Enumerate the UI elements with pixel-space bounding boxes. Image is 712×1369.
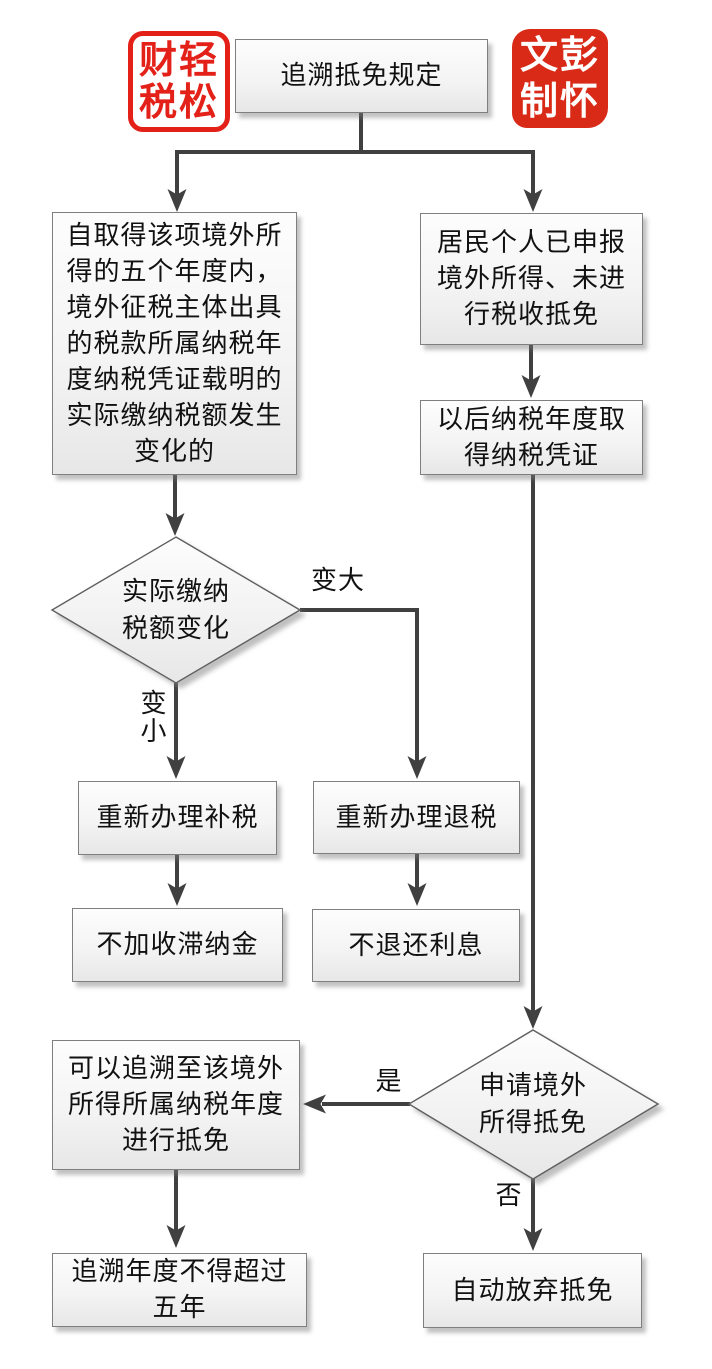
edge-label-yes: 是 (375, 1067, 403, 1096)
node-no-interest: 不退还利息 (312, 909, 520, 982)
node-auto-waive: 自动放弃抵免 (423, 1253, 642, 1328)
decision-apply-label: 申请境外 所得抵免 (478, 1071, 587, 1137)
node-no-late-fee: 不加收滞纳金 (72, 908, 283, 982)
arrowheads (165, 189, 543, 1251)
seal-right-line2: 制怀 (519, 80, 600, 123)
node-redo-supplement-tax: 重新办理补税 (78, 781, 277, 855)
node-left-condition: 自取得该项境外所 得的五个年度内， 境外征税主体出具 的税款所属纳税年 度纳税凭… (52, 212, 297, 475)
seal-penghuai-wenzhi: 文彭 制怀 (512, 29, 608, 128)
decision-diamonds (50, 536, 660, 1180)
seal-qingsong-caishui: 财轻 税松 (128, 31, 230, 132)
edge-label-bigger: 变大 (310, 566, 365, 595)
node-redo-refund: 重新办理退税 (313, 781, 520, 854)
decision-change-label: 实际缴纳 税额变化 (121, 577, 230, 643)
node-five-year-limit: 追溯年度不得超过 五年 (52, 1253, 307, 1327)
decision-apply-shape (407, 1029, 660, 1180)
seal-left-line2: 税松 (138, 81, 219, 124)
connector-lines (173, 113, 535, 1235)
node-root-title: 追溯抵免规定 (235, 39, 488, 113)
seal-left-line1: 财轻 (138, 39, 219, 82)
node-right-condition: 居民个人已申报 境外所得、未进 行税收抵免 (420, 213, 643, 345)
edge-label-smaller: 变 小 (140, 689, 168, 746)
seal-right-line1: 文彭 (519, 34, 600, 77)
edge-label-no: 否 (495, 1181, 523, 1210)
node-retro-credit: 可以追溯至该境外 所得所属纳税年度 进行抵免 (52, 1040, 300, 1170)
node-later-voucher: 以后纳税年度取 得纳税凭证 (420, 400, 643, 475)
decision-change-shape (50, 536, 302, 684)
